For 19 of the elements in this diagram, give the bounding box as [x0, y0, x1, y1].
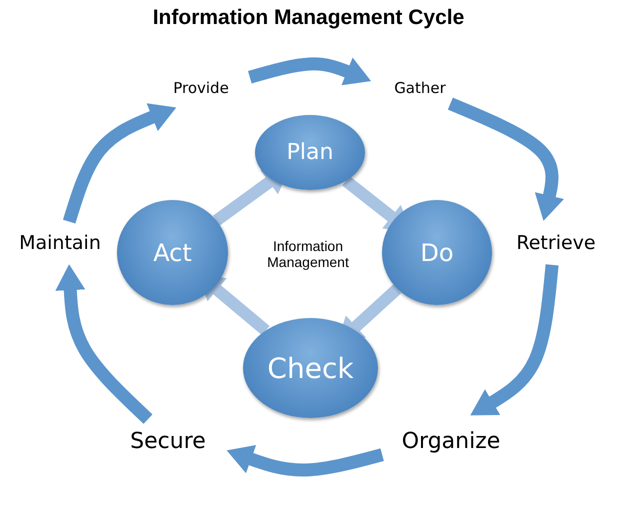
stage-label: Secure — [130, 428, 206, 454]
stage-label: Maintain — [19, 232, 101, 254]
node-label: Plan — [286, 140, 334, 165]
curved-arrow — [55, 264, 152, 424]
curved-arrow — [448, 98, 564, 221]
stage-label: Provide — [173, 79, 229, 97]
curved-arrow — [62, 103, 176, 224]
node-label: Check — [267, 352, 354, 384]
curved-arrow — [248, 57, 372, 86]
node-label: Act — [153, 238, 192, 266]
stage-label: Retrieve — [516, 232, 596, 254]
center-label: Information Management — [266, 238, 350, 270]
curved-arrow — [226, 445, 384, 476]
stage-label: Organize — [402, 428, 500, 454]
circle-node — [255, 115, 365, 190]
diagram-title: Information Management Cycle — [152, 6, 466, 30]
curved-arrow — [470, 264, 559, 416]
node-label: Do — [420, 238, 454, 266]
stage-label: Gather — [394, 79, 446, 97]
